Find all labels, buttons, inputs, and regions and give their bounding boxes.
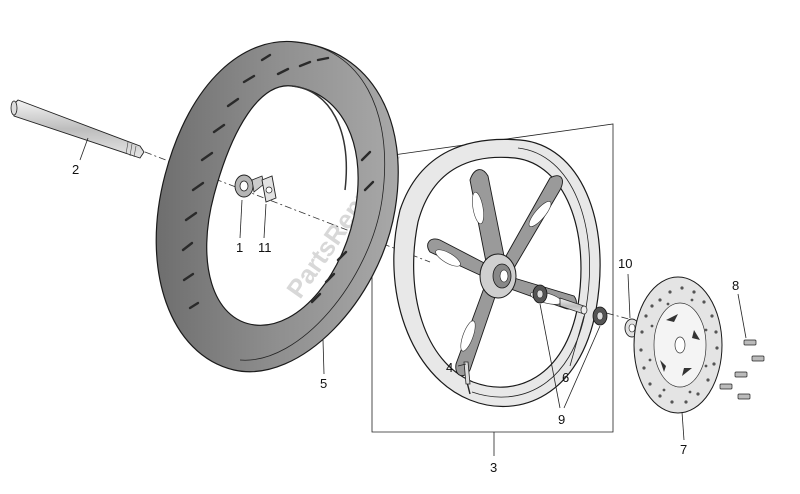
callout-2: 2 — [72, 162, 79, 177]
axle-spindle — [10, 99, 145, 159]
bearing-right — [592, 306, 608, 326]
bearing-left — [532, 284, 548, 304]
wheel-assembly-frame — [371, 123, 614, 433]
tire-valve — [463, 361, 471, 385]
speedometer-drive — [234, 174, 265, 198]
callout-6: 6 — [562, 370, 569, 385]
retaining-plate — [261, 175, 277, 203]
callout-8: 8 — [732, 278, 739, 293]
callout-10: 10 — [618, 256, 632, 271]
spacer-tube — [559, 297, 588, 315]
wheel-rim — [393, 138, 601, 408]
callout-5: 5 — [320, 376, 327, 391]
callout-9: 9 — [558, 412, 565, 427]
callout-1: 1 — [236, 240, 243, 255]
callout-11: 11 — [258, 240, 272, 255]
callout-7: 7 — [680, 442, 687, 457]
tire — [155, 40, 399, 373]
callout-4: 4 — [446, 360, 453, 375]
disc-screws — [719, 339, 765, 400]
callout-3: 3 — [490, 460, 497, 475]
leader-lines — [79, 137, 747, 456]
brake-disc — [633, 276, 723, 414]
callout-labels: 1 11 2 3 4 5 6 7 8 9 10 — [72, 162, 739, 475]
